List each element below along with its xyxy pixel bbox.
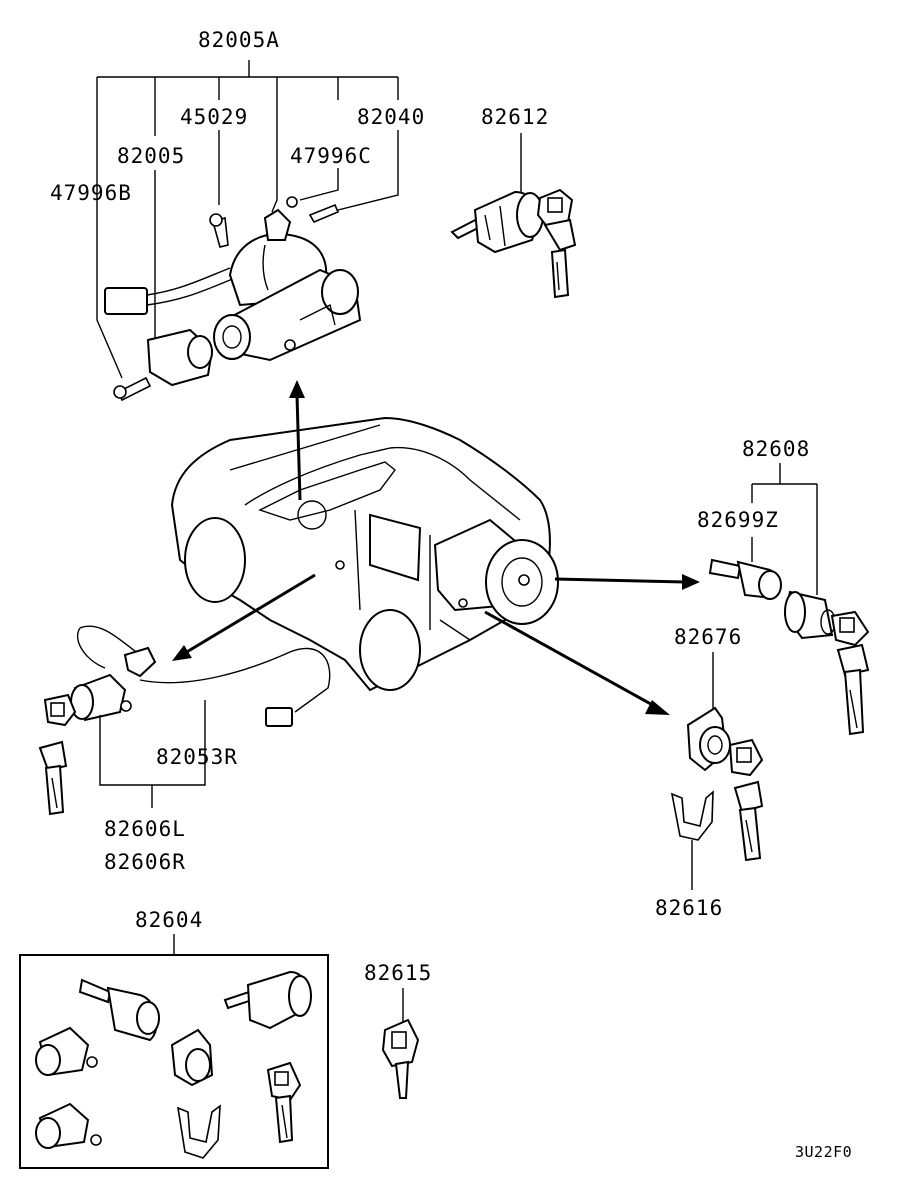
label-82604[interactable]: 82604 <box>135 908 203 932</box>
label-47996B[interactable]: 47996B <box>50 181 132 205</box>
label-82608[interactable]: 82608 <box>742 437 810 461</box>
label-45029[interactable]: 45029 <box>180 105 248 129</box>
figure-code: 3U22F0 <box>795 1143 852 1161</box>
label-82040[interactable]: 82040 <box>357 105 425 129</box>
tailgate-lock-group: 82676 82616 <box>655 625 764 920</box>
label-82612[interactable]: 82612 <box>481 105 549 129</box>
suv-vehicle-icon <box>170 416 559 692</box>
label-82606L[interactable]: 82606L <box>104 817 186 841</box>
key-icon <box>38 693 77 816</box>
label-82053R[interactable]: 82053R <box>156 745 238 769</box>
label-82615[interactable]: 82615 <box>364 961 432 985</box>
callout-arrows <box>172 380 700 715</box>
retaining-clip-icon <box>670 790 714 841</box>
ignition-switch-assembly-icon <box>104 196 362 402</box>
key-icon <box>536 188 577 299</box>
key-icon <box>830 610 870 736</box>
label-82005A[interactable]: 82005A <box>198 28 280 52</box>
ignition-group: 82005A 45029 82040 82005 47996C 47996B <box>50 28 425 402</box>
lock-cylinder-set-icon <box>35 970 312 1159</box>
key-icon <box>381 1018 420 1099</box>
spare-tire-lock-group: 82608 82699Z <box>697 437 870 736</box>
tailgate-lock-cylinder-icon <box>686 706 731 772</box>
label-82699Z[interactable]: 82699Z <box>697 508 779 532</box>
label-47996C[interactable]: 47996C <box>290 144 372 168</box>
label-82005[interactable]: 82005 <box>117 144 185 168</box>
lock-set-group: 82604 <box>19 908 329 1169</box>
lock-set-box <box>19 954 329 1169</box>
label-82676[interactable]: 82676 <box>674 625 742 649</box>
door-lock-group: 82053R 82606L 82606R <box>38 625 331 874</box>
key-icon <box>728 738 764 862</box>
label-82616[interactable]: 82616 <box>655 896 723 920</box>
steering-lock-group: 82612 <box>450 105 577 299</box>
key-82615-group: 82615 <box>364 961 432 1099</box>
label-82606R[interactable]: 82606R <box>104 850 186 874</box>
door-lock-cylinder-icon <box>70 625 331 727</box>
steering-lock-cylinder-icon <box>450 190 544 254</box>
spare-tire-lock-icon <box>708 558 836 640</box>
